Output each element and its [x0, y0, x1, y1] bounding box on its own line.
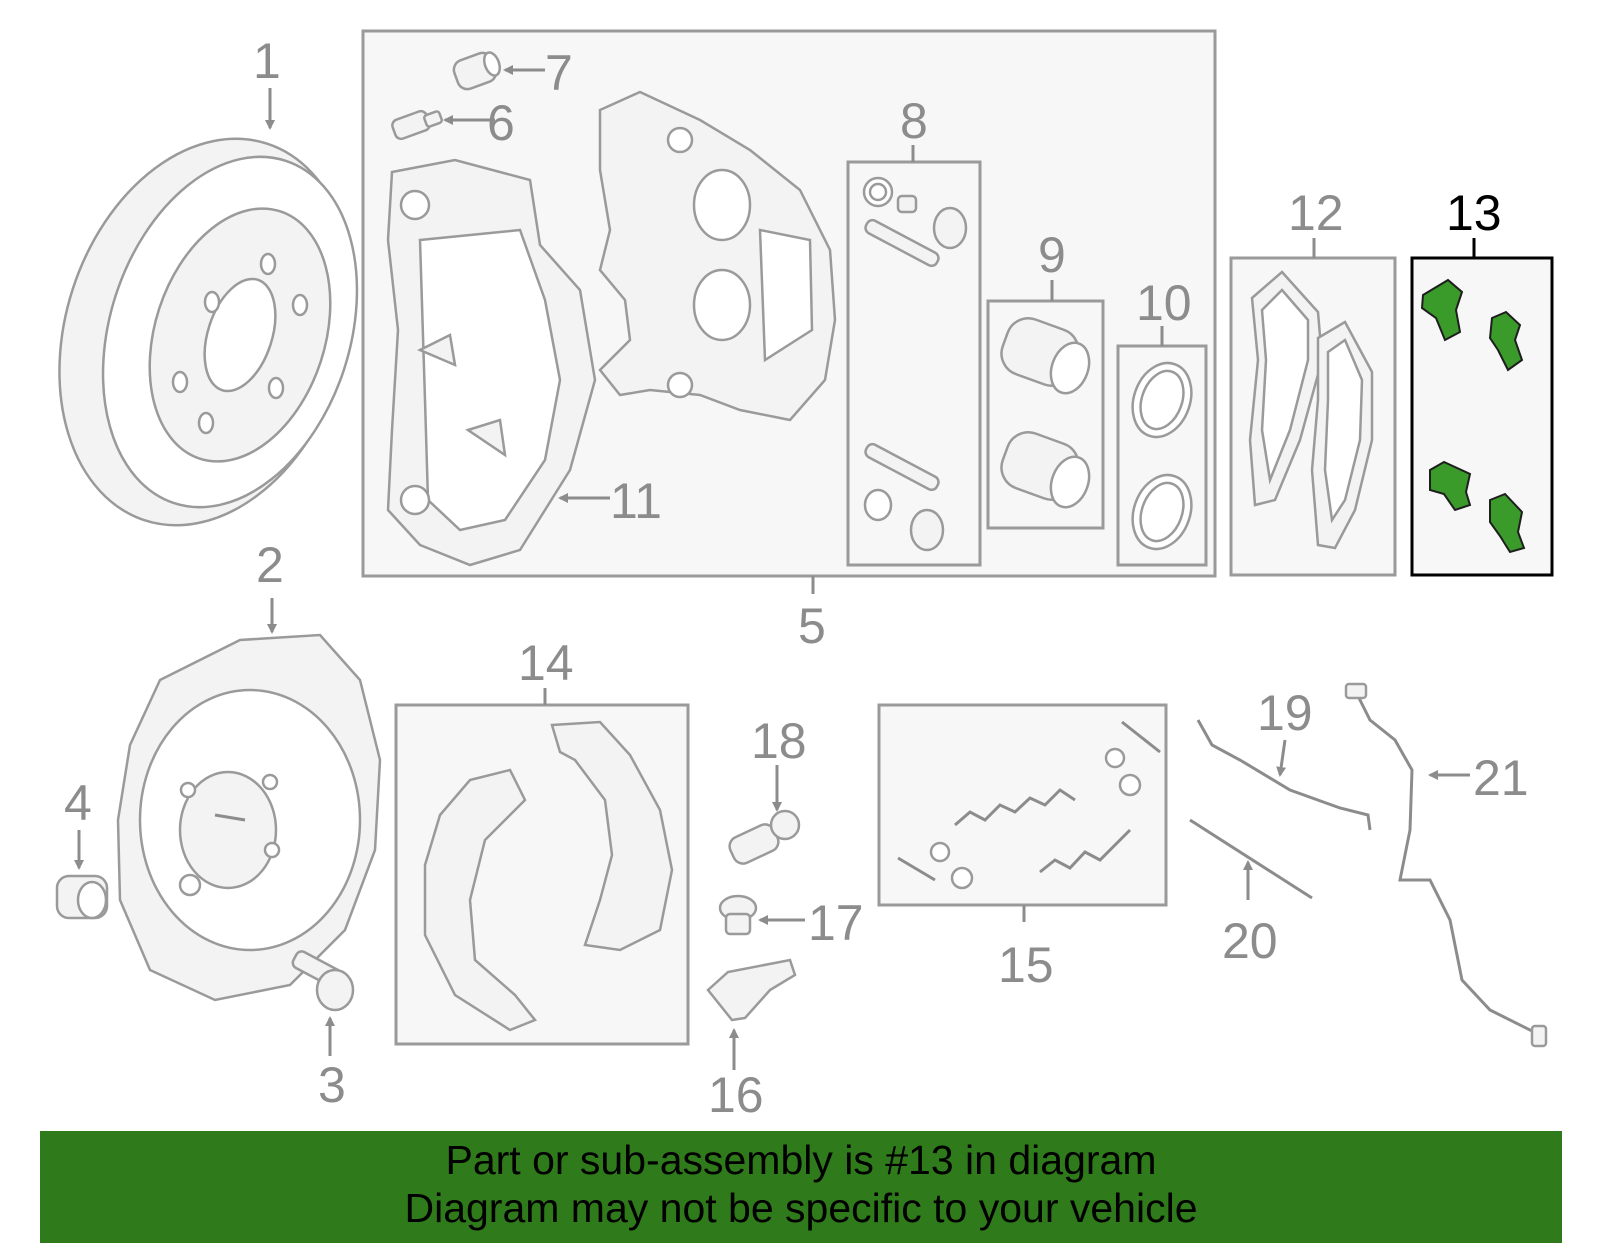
part-2-backing-plate[interactable]: [116, 633, 382, 1002]
callout-14: 14: [518, 635, 574, 691]
callout-15: 15: [998, 937, 1054, 993]
callout-11: 11: [610, 473, 662, 529]
part-19-wear-sensor[interactable]: [1196, 719, 1372, 831]
part-1-brake-rotor[interactable]: [12, 100, 401, 563]
part-6-bleeder-screw[interactable]: [391, 109, 443, 141]
info-banner: Part or sub-assembly is #13 in diagram D…: [40, 1131, 1562, 1243]
part-11-caliper-bracket[interactable]: [386, 158, 597, 567]
callout-13: 13: [1446, 185, 1502, 241]
callout-10: 10: [1136, 275, 1192, 331]
callout-16: 16: [708, 1067, 764, 1123]
part-20-wear-wire[interactable]: [1189, 818, 1313, 900]
part-13-clips: [1420, 278, 1526, 554]
caliper-housing: [598, 90, 837, 422]
callout-3: 3: [318, 1057, 346, 1113]
part-16-bracket[interactable]: [706, 958, 797, 1022]
callout-12: 12: [1288, 185, 1344, 241]
part-15-hardware-kit-box[interactable]: [877, 703, 1168, 907]
callout-4: 4: [64, 775, 92, 831]
part-10-seals: [1131, 361, 1193, 551]
part-8-components: [862, 176, 968, 552]
callout-21: 21: [1473, 750, 1529, 806]
part-15-components: [897, 720, 1161, 890]
part-3-bolt[interactable]: [291, 949, 355, 1012]
callout-18: 18: [751, 713, 807, 769]
part-4-nut[interactable]: [55, 874, 109, 920]
banner-line-part-number: Part or sub-assembly is #13 in diagram: [445, 1137, 1157, 1183]
callout-7: 7: [545, 45, 573, 101]
callout-17: 17: [808, 895, 864, 951]
callout-8: 8: [900, 93, 928, 149]
callout-9: 9: [1038, 227, 1066, 283]
part-12-pads: [1248, 270, 1374, 550]
callout-6: 6: [487, 95, 515, 151]
part-17-grommet[interactable]: [718, 894, 758, 936]
part-18-plug[interactable]: [726, 809, 801, 867]
callout-1: 1: [253, 33, 281, 89]
callout-2: 2: [256, 537, 284, 593]
callout-20: 20: [1222, 913, 1278, 969]
callout-19: 19: [1257, 685, 1313, 741]
part-14-shoes: [423, 720, 674, 1032]
part-9-pistons: [1000, 317, 1091, 509]
part-7-bleeder-cap[interactable]: [451, 50, 503, 92]
callout-5: 5: [798, 598, 826, 654]
banner-line-disclaimer: Diagram may not be specific to your vehi…: [404, 1185, 1198, 1231]
part-21-abs-sensor[interactable]: [1344, 682, 1548, 1048]
